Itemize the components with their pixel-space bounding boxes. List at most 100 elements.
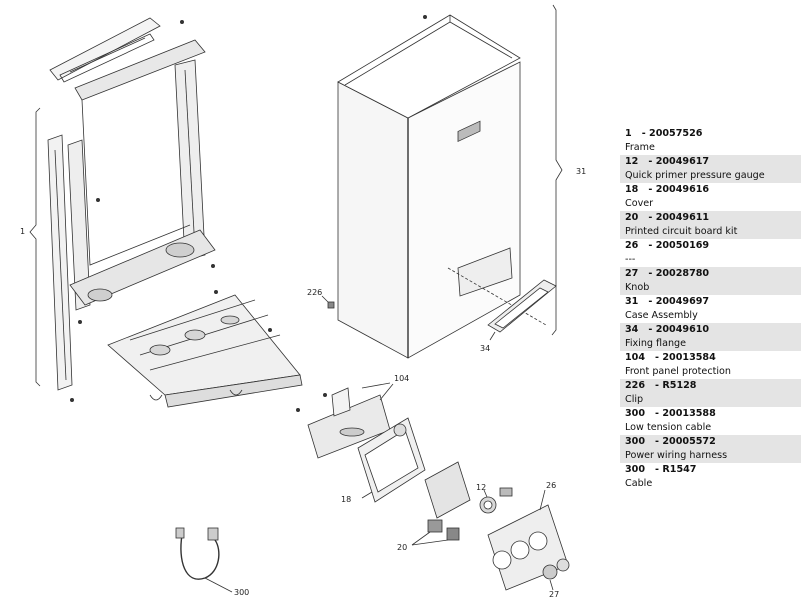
part-number: 20 [625,212,639,223]
part-code: 20005572 [662,436,716,447]
part-code: 20050169 [655,240,710,251]
part-description: Quick primer pressure gauge [625,169,765,181]
part-description: Clip [625,393,644,405]
part-number-line: 226 - R5128 [625,379,801,393]
pcb-kit [411,461,471,546]
fixing-screws [70,14,427,412]
part-separator: - [638,240,656,251]
knob [542,558,570,591]
part-code: 20049616 [655,184,710,195]
part-number-line: 26 - 20050169 [625,239,801,253]
callout-300: 300 [234,588,249,597]
part-description: Frame [625,141,655,153]
part-number-line: 104 - 20013584 [625,351,801,365]
part-code: 20013584 [662,352,716,363]
part-separator: - [638,296,656,307]
part-description: Cable [625,477,653,489]
part-number-line: 12 - 20049617 [625,155,801,169]
part-description: Case Assembly [625,309,698,321]
part-separator: - [645,380,663,391]
part-number: 300 [625,436,646,447]
part-code: 20057526 [649,128,703,139]
part-number-line: 300 - 20013588 [625,407,801,421]
pressure-gauge [479,487,513,514]
part-code: 20049697 [655,296,710,307]
callout-18: 18 [341,495,351,504]
part-separator: - [638,324,656,335]
part-code: R5128 [662,380,697,391]
callout-20: 20 [397,543,407,552]
part-number-line: 300 - R1547 [625,463,801,477]
part-description: Front panel protection [625,365,731,377]
part-number-line: 31 - 20049697 [625,295,801,309]
callout-226: 226 [307,288,322,297]
part-number: 1 [625,128,632,139]
part-separator: - [638,212,656,223]
part-number: 12 [625,156,639,167]
part-number: 300 [625,408,646,419]
part-description: --- [625,253,636,265]
frame-assembly [29,17,303,408]
front-panel-protection [307,382,394,459]
part-description: Printed circuit board kit [625,225,738,237]
part-code: R1547 [662,464,697,475]
callout-26: 26 [546,481,556,490]
part-description: Cover [625,197,654,209]
part-code: 20013588 [662,408,716,419]
part-number: 104 [625,352,646,363]
part-number: 31 [625,296,639,307]
part-code: 20028780 [655,268,710,279]
part-separator: - [645,464,663,475]
fixing-flange [487,279,557,341]
part-number: 34 [625,324,639,335]
callout-12: 12 [476,483,486,492]
part-number-line: 27 - 20028780 [625,267,801,281]
part-description: Knob [625,281,650,293]
part-number-line: 20 - 20049611 [625,211,801,225]
part-number: 18 [625,184,639,195]
part-separator: - [638,156,656,167]
exploded-parts-diagram: 1 12 18 20 26 27 31 34 104 226 300 [20,4,586,599]
callout-34: 34 [480,344,490,353]
part-description: Power wiring harness [625,449,728,461]
part-number-line: 1 - 20057526 [625,127,801,141]
part-number: 226 [625,380,646,391]
part-description: Low tension cable [625,421,712,433]
part-code: 20049610 [655,324,710,335]
part-number: 26 [625,240,639,251]
part-description: Fixing flange [625,337,687,349]
callout-1: 1 [20,227,25,236]
part-number-line: 300 - 20005572 [625,435,801,449]
part-separator: - [638,268,656,279]
parts-list-row: 26 - 20050169--- [620,239,801,267]
part-code: 20049617 [655,156,710,167]
part-separator: - [645,436,663,447]
callout-27: 27 [549,590,559,599]
callout-31: 31 [576,167,586,176]
part-separator: - [631,128,650,139]
electronics-cover [357,417,426,503]
callout-104: 104 [394,374,409,383]
low-tension-cable [175,527,233,593]
part-code: 20049611 [655,212,710,223]
part-number-line: 18 - 20049616 [625,183,801,197]
part-separator: - [645,408,663,419]
clip [321,295,335,309]
part-number: 27 [625,268,639,279]
part-number: 300 [625,464,646,475]
part-separator: - [638,184,656,195]
part-separator: - [645,352,663,363]
part-number-line: 34 - 20049610 [625,323,801,337]
